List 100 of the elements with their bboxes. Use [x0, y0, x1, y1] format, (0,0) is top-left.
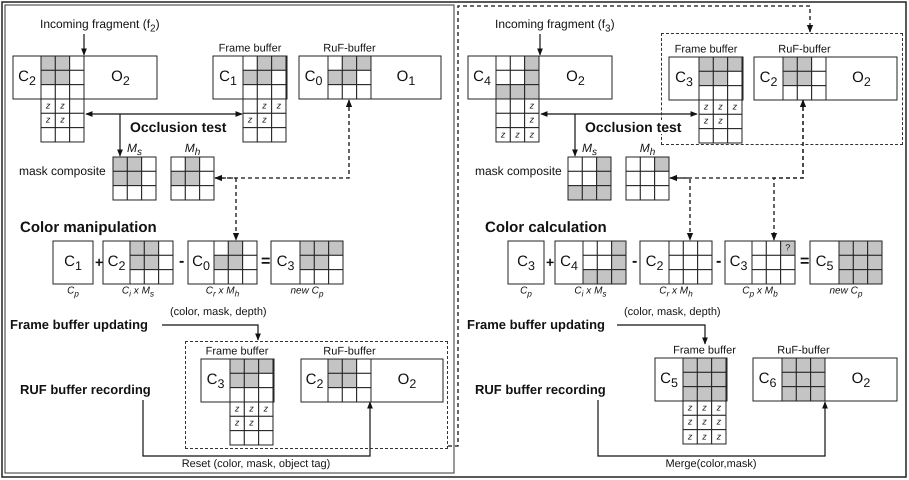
color-label: C$_{6}$: [758, 370, 776, 389]
section-heading: Color manipulation: [20, 220, 157, 235]
section-heading: Color calculation: [485, 220, 607, 235]
depth-mark: z: [530, 116, 534, 125]
depth-mark: z: [704, 116, 708, 126]
color-label: C$_{3}$: [206, 371, 224, 390]
term-caption: new C$_{p}$: [830, 286, 862, 298]
edge-label: Reset (color, mask, object tag): [180, 459, 332, 470]
depth-mark: z: [530, 130, 534, 140]
step-label: Incoming fragment (f$_{2}$): [40, 18, 160, 34]
dashed-arrow: [770, 100, 804, 241]
object-label: O$_{2}$: [398, 371, 416, 390]
term-caption: C$_{i}$ x M$_{s}$: [574, 286, 607, 298]
dashed-arrow: [670, 177, 694, 241]
term-caption: new C$_{p}$: [290, 286, 324, 298]
color-label: C$_{0}$: [192, 253, 210, 272]
color-label: C$_{2}$: [646, 253, 664, 272]
step-label: RUF buffer recording: [20, 383, 151, 396]
color-label: C$_{4}$: [560, 253, 578, 272]
term-caption: C$_{p}$ x M$_{b}$: [742, 286, 778, 298]
color-label: C$_{0}$: [304, 68, 322, 87]
depth-mark: z: [718, 116, 723, 126]
depth-mark: z: [515, 130, 520, 140]
buffer-heading: Frame buffer: [674, 44, 738, 56]
depth-mark: z: [46, 102, 50, 111]
depth-mark: z: [500, 130, 506, 140]
depth-mark: z: [262, 116, 267, 125]
arrow: [85, 111, 243, 117]
color-label: C$_{4}$: [473, 68, 491, 87]
depth-mark: z: [702, 432, 707, 442]
dashed-arrow: [214, 99, 352, 182]
step-label: Frame buffer updating: [10, 318, 148, 331]
depth-mark: z: [264, 404, 268, 414]
object-label: O$_{1}$: [396, 68, 416, 87]
arrow: [142, 400, 373, 457]
depth-mark: z: [276, 102, 282, 111]
color-label: C$_{3}$: [675, 69, 693, 88]
depth-mark: z: [249, 418, 254, 428]
buffer-heading: RuF-buffer: [777, 346, 830, 356]
depth-mark: z: [46, 116, 50, 125]
color-label: C$_{5}$: [816, 253, 834, 272]
buffer-heading: RuF-buffer: [323, 44, 376, 54]
arrow: [81, 34, 87, 56]
edge-label: Merge(color,mask): [663, 459, 759, 470]
depth-mark: z: [688, 418, 692, 427]
arrow: [597, 400, 828, 457]
depth-mark: z: [716, 404, 722, 413]
depth-mark: z: [716, 432, 722, 442]
buffer-heading: RuF-buffer: [323, 346, 376, 358]
operator-sign: =: [800, 254, 810, 270]
depth-mark: z: [688, 404, 692, 413]
color-label: C$_{3}$: [517, 253, 535, 272]
buffer-heading: RuF-buffer: [778, 44, 831, 56]
depth-mark: z: [688, 432, 692, 442]
arrow: [117, 114, 123, 157]
depth-mark: z: [234, 404, 240, 414]
color-label: C$_{1}$: [64, 253, 82, 272]
mask-heading: M$_{h}$: [184, 142, 200, 158]
edge-label: Occlusion test: [583, 120, 684, 134]
step-label: Frame buffer updating: [467, 318, 605, 331]
depth-mark: z: [718, 102, 723, 112]
operator-sign: +: [546, 255, 554, 269]
depth-mark: z: [234, 418, 240, 428]
color-label: C$_{3}$: [730, 253, 748, 272]
arrow: [537, 34, 543, 56]
depth-mark: z: [249, 404, 254, 414]
arrow: [162, 324, 261, 341]
depth-mark: z: [248, 116, 252, 125]
edge-label: Occlusion test: [128, 120, 228, 134]
term-caption: C$_{r}$ x M$_{h}$: [206, 286, 240, 298]
mask-heading: M$_{s}$: [126, 142, 142, 158]
color-label: C$_{2}$: [108, 253, 126, 272]
object-label: O$_{2}$: [852, 69, 871, 88]
depth-mark: z: [60, 116, 65, 125]
color-label: C$_{3}$: [276, 253, 294, 272]
mask-heading: M$_{s}$: [582, 142, 597, 158]
depth-mark: z: [716, 418, 722, 427]
arrow: [572, 114, 578, 157]
depth-mark: z: [530, 102, 534, 111]
arrow: [617, 324, 708, 345]
color-label: C$_{1}$: [219, 68, 237, 87]
buffer-heading: Frame buffer: [673, 346, 736, 356]
step-label: Incoming fragment (f$_{3}$): [495, 18, 615, 34]
operator-sign: -: [632, 254, 638, 270]
depth-mark: z: [262, 102, 267, 111]
operator-sign: =: [261, 254, 270, 270]
color-label: C$_{2}$: [18, 68, 36, 87]
term-caption: C$_{p}$: [67, 286, 79, 298]
term-caption: C$_{r}$ x M$_{h}$: [659, 286, 693, 298]
depth-mark: z: [60, 102, 65, 111]
depth-mark: z: [732, 102, 738, 112]
object-label: O$_{2}$: [111, 68, 130, 87]
object-label: O$_{2}$: [852, 370, 870, 389]
color-label: C$_{5}$: [660, 370, 678, 389]
dashed-arrow: [448, 5, 814, 447]
depth-mark: z: [702, 418, 707, 427]
operator-sign: -: [179, 254, 184, 270]
operator-sign: -: [716, 254, 722, 270]
dashed-arrow: [215, 177, 240, 241]
color-label: C$_{2}$: [306, 371, 324, 390]
